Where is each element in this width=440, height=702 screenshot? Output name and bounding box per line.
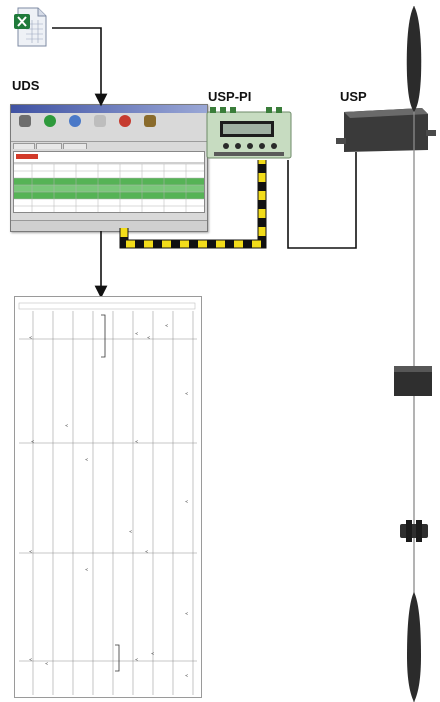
svg-text:<: < [85, 567, 88, 572]
sensor-profile-drawing: < < < < < < < < < < < < < < < < < < < < [15, 297, 201, 697]
svg-text:<: < [145, 549, 148, 554]
usp-pi-device [206, 106, 292, 160]
svg-text:<: < [185, 499, 188, 504]
svg-text:<: < [29, 549, 32, 554]
svg-text:<: < [135, 331, 138, 336]
serial-cable [124, 160, 262, 244]
svg-text:<: < [29, 335, 32, 340]
svg-text:<: < [185, 673, 188, 678]
svg-text:<: < [45, 661, 48, 666]
svg-text:<: < [65, 423, 68, 428]
usp-rod-assembly [390, 6, 438, 702]
sensor-profile-chart-sheet: < < < < < < < < < < < < < < < < < < < < [14, 296, 202, 698]
svg-text:<: < [151, 651, 154, 656]
svg-text:<: < [135, 657, 138, 662]
svg-text:<: < [135, 439, 138, 444]
excel-to-uds-arrow [52, 28, 101, 100]
svg-text:<: < [129, 529, 132, 534]
svg-text:<: < [31, 439, 34, 444]
svg-text:<: < [147, 335, 150, 340]
svg-text:<: < [29, 657, 32, 662]
svg-text:<: < [85, 457, 88, 462]
svg-text:<: < [185, 611, 188, 616]
svg-text:<: < [185, 391, 188, 396]
pi-to-usp-cable [288, 152, 356, 248]
svg-text:<: < [165, 323, 168, 328]
